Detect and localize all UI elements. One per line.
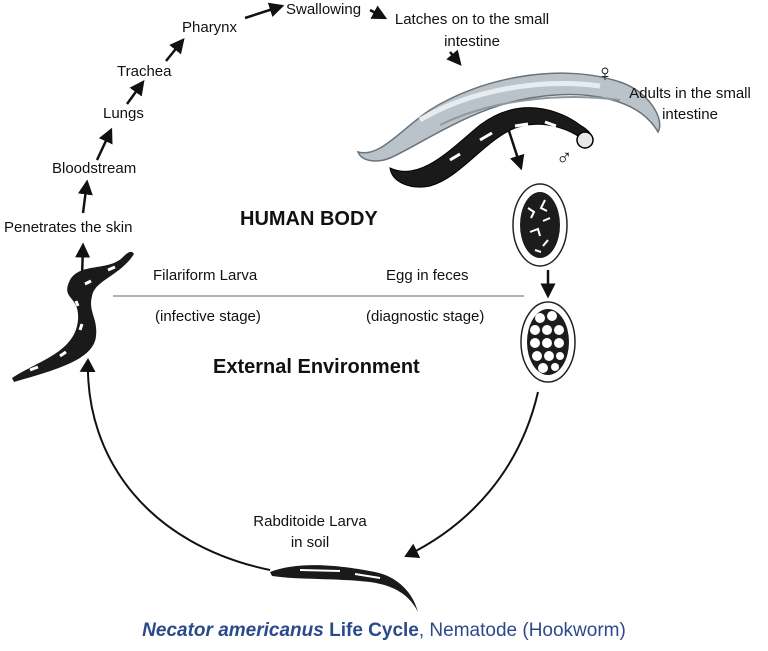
- label-latches-line1: Latches on to the small: [394, 11, 550, 28]
- label-bloodstream: Bloodstream: [52, 160, 137, 177]
- label-adults-line1: Adults in the small: [629, 85, 751, 102]
- label-rabditoide-line1: Rabditoide Larva: [253, 513, 367, 530]
- arrow-to-trachea: [125, 79, 145, 105]
- label-egg-in-feces: Egg in feces: [386, 267, 469, 284]
- label-adults-line2: intestine: [662, 106, 718, 123]
- arrow-to-swallowing: [244, 2, 285, 20]
- label-pharynx: Pharynx: [182, 19, 238, 36]
- arrow-to-bloodstream: [77, 179, 93, 214]
- arrow-latches-to-adults: [446, 49, 462, 66]
- label-swallowing: Swallowing: [286, 1, 362, 18]
- arrow-egg-to-soil: [404, 391, 539, 558]
- female-symbol-icon: ♀: [596, 60, 614, 87]
- label-filariform-larva: Filariform Larva: [153, 267, 258, 284]
- egg-embryonated-icon: [512, 183, 568, 267]
- label-diagnostic-stage: (diagnostic stage): [366, 308, 485, 325]
- arrow-to-latches: [369, 5, 388, 20]
- caption-life-cycle: Life Cycle: [329, 620, 419, 641]
- female-worm-icon: [356, 72, 661, 162]
- heading-human-body: HUMAN BODY: [240, 208, 378, 230]
- figure-caption: Necator americanus Life Cycle, Nematode …: [0, 620, 768, 642]
- rabditoide-larva-icon: [270, 565, 418, 612]
- arrow-adults-to-egg1: [506, 127, 525, 171]
- label-infective-stage: (infective stage): [155, 308, 261, 325]
- label-penetrates-skin: Penetrates the skin: [4, 219, 133, 236]
- label-rabditoide-line2: in soil: [290, 534, 330, 551]
- egg-in-feces-icon: [520, 301, 576, 383]
- caption-species: Necator americanus: [142, 620, 324, 641]
- male-symbol-icon: ♂: [556, 145, 573, 170]
- male-worm-icon: [389, 107, 594, 188]
- arrow-to-pharynx: [165, 38, 185, 62]
- label-trachea: Trachea: [117, 63, 172, 80]
- arrow-soil-to-filariform: [79, 358, 271, 571]
- heading-external-environment: External Environment: [213, 356, 420, 378]
- arrow-to-lungs: [95, 127, 113, 161]
- filariform-larva-icon: [12, 251, 134, 382]
- label-lungs: Lungs: [103, 105, 144, 122]
- label-latches-line2: intestine: [444, 33, 500, 50]
- migration-arrows: [75, 2, 556, 299]
- caption-rest: , Nematode (Hookworm): [418, 620, 626, 641]
